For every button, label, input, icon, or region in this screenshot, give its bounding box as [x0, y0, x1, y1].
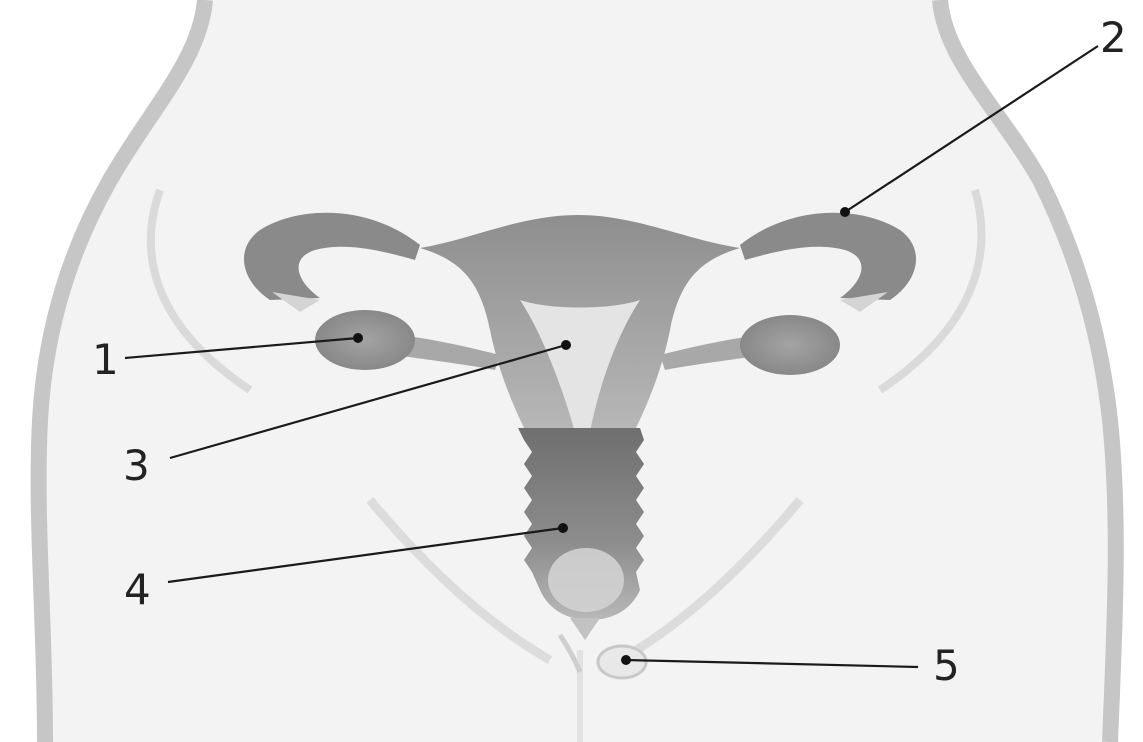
- marker-dot: [621, 655, 631, 665]
- marker-dot: [558, 523, 568, 533]
- label-1: 1: [92, 335, 119, 384]
- marker-dot: [840, 207, 850, 217]
- label-4: 4: [124, 565, 151, 614]
- label-2: 2: [1100, 13, 1127, 62]
- marker-dot: [561, 340, 571, 350]
- marker-dot: [353, 333, 363, 343]
- label-5: 5: [933, 641, 960, 690]
- label-3: 3: [123, 441, 150, 490]
